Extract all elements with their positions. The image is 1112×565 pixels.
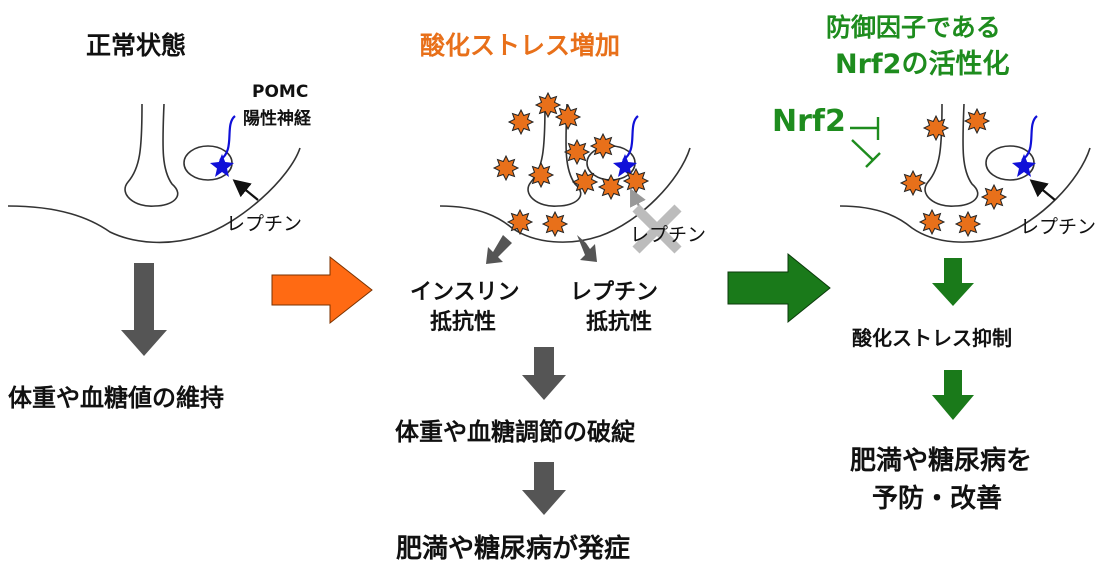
result-nrf2-1: 酸化ストレス抑制 [852,326,1012,350]
result-stress-1: 体重や血糖調節の破綻 [395,418,635,446]
leptin-resistance-1: レプチン [570,280,659,305]
result-stress-2: 肥満や糖尿病が発症 [396,534,631,564]
result-nrf2-2a: 肥満や糖尿病を [850,446,1033,476]
down-arrow-stress-2 [522,462,566,515]
nrf2-label: Nrf2 [772,104,846,139]
resistance-arrows [486,235,597,264]
leptin-label-stress: レプチン [630,224,707,246]
pomc-neuron-nrf2 [1012,115,1038,177]
down-arrow-normal [121,263,167,356]
pomc-label-2: 陽性神経 [243,109,311,129]
leptin-arrow-normal [232,179,259,201]
leptin-resistance-2: 抵抗性 [586,310,653,335]
down-arrow-stress-1 [522,347,566,400]
title-normal: 正常状態 [86,31,187,60]
title-nrf2-1: 防御因子である [826,13,1001,42]
down-arrow-nrf2-2 [932,370,974,420]
insulin-resistance-1: インスリン [410,280,520,305]
pomc-neuron-stress [613,115,639,177]
down-arrow-nrf2-1 [932,258,974,306]
pomc-label-1: POMC [252,82,309,102]
title-nrf2-2: Nrf2の活性化 [835,49,1010,80]
transition-arrow-orange [271,255,373,325]
title-stress: 酸化ストレス増加 [420,31,621,60]
leptin-label-normal: レプチン [226,213,303,235]
block-cross [632,204,682,254]
pomc-neuron-normal [210,115,236,177]
leptin-arrow-nrf2 [1029,179,1056,201]
transition-arrow-green [727,252,831,324]
result-normal: 体重や血糖値の維持 [8,384,224,412]
nrf2-inhibition-marks [850,117,881,168]
leptin-label-nrf2: レプチン [1020,216,1097,238]
result-nrf2-2b: 予防・改善 [872,484,1003,514]
insulin-resistance-2: 抵抗性 [430,310,497,335]
